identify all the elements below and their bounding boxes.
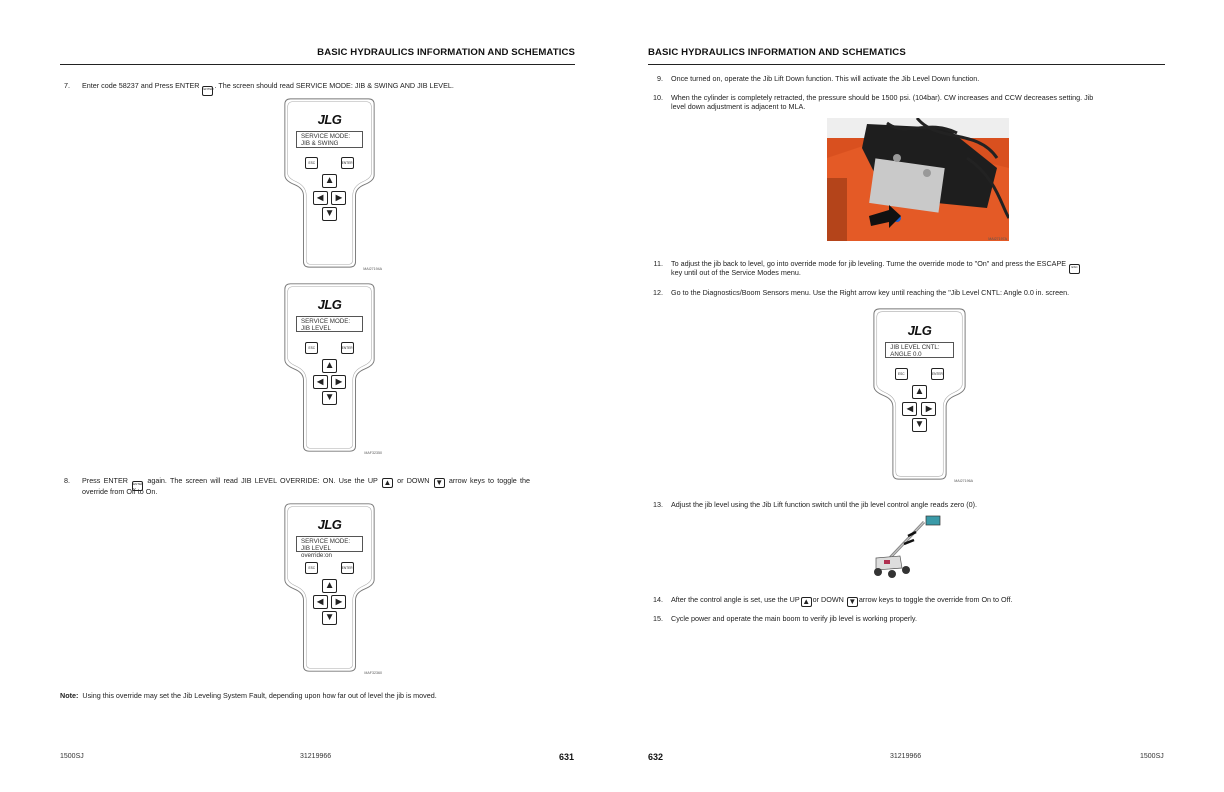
step-text: Press ENTER xyxy=(82,476,128,485)
step-number: 14. xyxy=(653,595,663,604)
right-arrow-key: ▶ xyxy=(331,595,347,610)
figure-id: MAF32350 xyxy=(364,451,382,455)
jlg-logo: JLG xyxy=(317,112,342,128)
figure-id: MAF32360 xyxy=(364,671,382,675)
display-line-2: JIB LEVEL xyxy=(301,325,331,333)
right-arrow-key: ▶ xyxy=(331,190,347,205)
display-line-1: SERVICE MODE: xyxy=(301,538,351,546)
left-arrow-key: ◀ xyxy=(312,595,328,610)
step-number: 11. xyxy=(653,259,663,268)
step-text: After the control angle is set, use the … xyxy=(671,595,800,604)
step-text: arrow keys to toggle the xyxy=(448,476,530,485)
step-text: key until out of the Service Modes menu. xyxy=(671,268,801,277)
keypad-figure-2: JLG SERVICE MODE: JIB LEVEL ESC ENTER ▲ … xyxy=(283,282,382,455)
left-page-header: BASIC HYDRAULICS INFORMATION AND SCHEMAT… xyxy=(317,47,575,58)
step-text: Adjust the jib level using the Jib Lift … xyxy=(671,500,978,509)
enter-key-icon: ENTER xyxy=(202,86,214,96)
left-arrow-key: ◀ xyxy=(312,375,328,390)
down-arrow-key: ▼ xyxy=(322,207,338,222)
note-text: Using this override may set the Jib Leve… xyxy=(82,691,437,700)
step-text: Enter code 58237 and Press ENTER xyxy=(82,81,200,90)
step-number: 8. xyxy=(64,476,70,485)
esc-key: ESC xyxy=(305,561,319,574)
left-arrow-key: ◀ xyxy=(312,190,328,205)
figure-id: MAI27194A xyxy=(363,267,382,271)
figure-id: MAI27196A xyxy=(954,479,973,483)
keypad-display: SERVICE MODE: JIB LEVEL override:on xyxy=(296,536,363,559)
step-text: or DOWN xyxy=(812,595,844,604)
header-rule xyxy=(648,64,1165,65)
step-text: To adjust the jib back to level, go into… xyxy=(671,259,1067,268)
step-number: 7. xyxy=(64,81,70,90)
valve-photo: MAI27197A xyxy=(827,118,1009,241)
step-text: When the cylinder is completely retracte… xyxy=(671,93,1094,102)
page-number: 631 xyxy=(559,752,575,762)
jlg-logo: JLG xyxy=(317,297,342,313)
esc-key-icon: ESC xyxy=(1069,264,1081,274)
right-page-header: BASIC HYDRAULICS INFORMATION AND SCHEMAT… xyxy=(648,47,906,58)
step-text: again. The screen will read JIB LEVEL OV… xyxy=(147,476,378,485)
keypad-figure-3: JLG SERVICE MODE: JIB LEVEL override:on … xyxy=(283,502,382,675)
step-text: Once turned on, operate the Jib Lift Dow… xyxy=(671,74,980,83)
down-arrow-key-icon: ▼ xyxy=(846,597,858,607)
down-arrow-key: ▼ xyxy=(322,391,338,406)
up-arrow-key: ▲ xyxy=(322,578,338,593)
display-line-2: JIB & SWING xyxy=(301,140,339,148)
footer-doc-number: 31219966 xyxy=(890,753,922,760)
step-text: Cycle power and operate the main boom to… xyxy=(671,614,917,623)
display-line-1: JIB LEVEL CNTL: xyxy=(890,343,940,351)
jlg-logo: JLG xyxy=(907,322,932,338)
right-arrow-key: ▶ xyxy=(331,375,347,390)
up-arrow-key-icon: ▲ xyxy=(800,597,812,607)
left-arrow-key: ◀ xyxy=(902,401,918,416)
figure-id: MAI27197A xyxy=(988,237,1007,241)
enter-key: ENTER xyxy=(340,341,354,354)
jlg-logo: JLG xyxy=(317,517,342,533)
esc-key: ESC xyxy=(305,341,319,354)
boom-lift-illustration xyxy=(868,514,948,578)
step-number: 10. xyxy=(653,93,663,102)
footer-model: 1500SJ xyxy=(1140,753,1164,760)
header-rule xyxy=(60,64,575,65)
up-arrow-key-icon: ▲ xyxy=(381,478,393,488)
esc-key: ESC xyxy=(305,157,319,170)
note-label: Note: xyxy=(60,691,79,700)
step-number: 13. xyxy=(653,500,663,509)
up-arrow-key: ▲ xyxy=(322,174,338,189)
step-text: override from Off to On. xyxy=(82,487,158,496)
note: Note: Using this override may set the Ji… xyxy=(60,691,437,700)
up-arrow-key: ▲ xyxy=(911,385,927,400)
right-arrow-key: ▶ xyxy=(921,401,937,416)
keypad-figure-1: JLG SERVICE MODE: JIB & SWING ESC ENTER … xyxy=(283,97,382,271)
step-number: 9. xyxy=(657,74,663,83)
step-text: level down adjustment is adjacent to MLA… xyxy=(671,102,806,111)
display-line-1: SERVICE MODE: xyxy=(301,133,351,141)
page-number: 632 xyxy=(648,752,664,762)
step-text: Go to the Diagnostics/Boom Sensors menu.… xyxy=(671,288,1070,297)
step-text: . The screen should read SERVICE MODE: J… xyxy=(214,81,454,90)
step-text: arrow keys to toggle the override from O… xyxy=(858,595,1013,604)
keypad-display: JIB LEVEL CNTL: ANGLE 0.0 xyxy=(885,341,954,359)
down-arrow-key: ▼ xyxy=(322,611,338,626)
down-arrow-key: ▼ xyxy=(911,418,927,433)
enter-key-icon: ENTER xyxy=(132,481,143,491)
keypad-figure-4: JLG JIB LEVEL CNTL: ANGLE 0.0 ESC ENTER … xyxy=(872,307,973,483)
down-arrow-key-icon: ▼ xyxy=(433,478,445,488)
display-line-1: SERVICE MODE: xyxy=(301,318,351,326)
step-number: 15. xyxy=(653,614,663,623)
footer-model: 1500SJ xyxy=(60,753,84,760)
display-line-2: JIB LEVEL override:on xyxy=(301,545,332,560)
step-text: or DOWN xyxy=(397,476,430,485)
esc-key: ESC xyxy=(894,367,908,380)
footer-doc-number: 31219966 xyxy=(300,753,332,760)
step-number: 12. xyxy=(653,288,663,297)
keypad-display: SERVICE MODE: JIB LEVEL xyxy=(296,316,363,333)
keypad-display: SERVICE MODE: JIB & SWING xyxy=(296,131,363,148)
display-line-2: ANGLE 0.0 xyxy=(890,350,922,358)
up-arrow-key: ▲ xyxy=(322,358,338,373)
enter-key: ENTER xyxy=(930,367,944,380)
enter-key: ENTER xyxy=(340,157,354,170)
enter-key: ENTER xyxy=(340,561,354,574)
